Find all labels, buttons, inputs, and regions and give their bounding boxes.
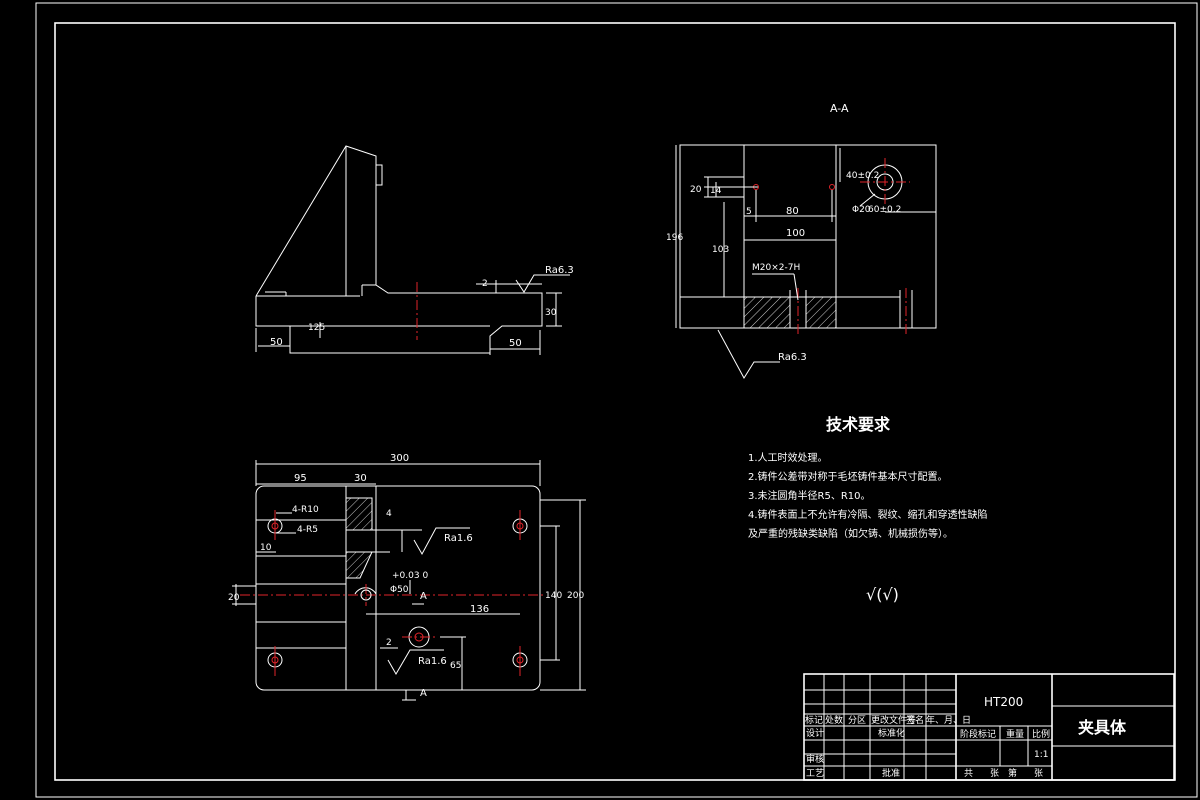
dim-sec-196: 196 xyxy=(666,233,683,243)
dim-plan-140: 140 xyxy=(545,591,562,601)
dim-sec-103: 103 xyxy=(712,245,729,255)
roughness-note: √(√) xyxy=(866,585,899,604)
tech-requirements: 技术要求 1.人工时效处理。 2.铸件公差带对称于毛坯铸件基本尺寸配置。 3.未… xyxy=(748,415,988,604)
tb-part-name: 夹具体 xyxy=(1078,718,1127,737)
tech-line-3: 3.未注圆角半径R5、R10。 xyxy=(748,489,871,502)
dim-plan-r5: 4-R5 xyxy=(297,525,318,535)
tech-line-4: 4.铸件表面上不允许有冷隔、裂纹、缩孔和穿透性缺陷 xyxy=(748,508,988,521)
dim-side-50a: 50 xyxy=(270,337,283,348)
dim-side-2: 2 xyxy=(482,279,488,289)
dim-plan-20: 20 xyxy=(228,593,240,603)
tb-scale: 比例 xyxy=(1032,728,1050,740)
tb-weight: 重量 xyxy=(1006,728,1024,740)
section-view: A-A 20 14 80 5 100 196 xyxy=(666,102,937,379)
dim-plan-2: 2 xyxy=(386,638,392,648)
dim-plan-r10: 4-R10 xyxy=(292,505,319,515)
sec-roughness: Ra6.3 xyxy=(778,352,807,363)
dim-plan-300: 300 xyxy=(390,453,409,464)
tech-line-1: 1.人工时效处理。 xyxy=(748,451,828,464)
tb-review: 审核 xyxy=(806,753,824,765)
th-sign: 签名 xyxy=(906,714,924,726)
tb-sheet: 第 xyxy=(1008,767,1017,779)
tb-approve: 批准 xyxy=(882,767,900,779)
dim-sec-100: 100 xyxy=(786,228,805,239)
dim-plan-phi50: Φ50 xyxy=(390,585,409,595)
section-cut-a-top: A xyxy=(420,591,427,602)
tech-line-2: 2.铸件公差带对称于毛坯铸件基本尺寸配置。 xyxy=(748,470,948,483)
dim-plan-30: 30 xyxy=(354,473,367,484)
dim-sec-40: 40±0.2 xyxy=(846,171,879,181)
dim-plan-4: 4 xyxy=(386,509,392,519)
inner-frame xyxy=(54,22,1176,781)
th-count: 处数 xyxy=(825,714,843,726)
tb-stage: 阶段标记 xyxy=(960,728,996,740)
th-date: 年、月、日 xyxy=(926,714,971,726)
tb-standard: 标准化 xyxy=(878,727,905,739)
dim-sec-80: 80 xyxy=(786,206,799,217)
section-label: A-A xyxy=(830,102,849,115)
section-cut-a-bottom: A xyxy=(420,688,427,699)
tb-total: 共 xyxy=(964,768,973,779)
dim-plan-136: 136 xyxy=(470,604,489,615)
outer-border xyxy=(35,2,1198,798)
thread-note: M20×2-7H xyxy=(752,263,800,273)
side-view: 50 50 30 2 125 Ra6.3 xyxy=(255,145,574,355)
tech-title: 技术要求 xyxy=(826,415,891,434)
dim-sec-phi: Φ20 xyxy=(852,205,871,215)
dim-side-125: 125 xyxy=(308,323,325,333)
dim-side-30: 30 xyxy=(545,308,557,318)
dim-sec-14: 14 xyxy=(710,186,722,196)
dim-sec-5: 5 xyxy=(746,207,752,217)
dim-plan-200: 200 xyxy=(567,591,584,601)
tb-total-label: 张 xyxy=(990,768,999,779)
title-block: 标记 处数 分区 更改文件号 签名 年、月、日 设计 标准化 审核 工艺 批准 … xyxy=(803,673,1175,781)
dim-sec-60: 60±0.2 xyxy=(868,205,901,215)
dim-plan-tol: +0.03 0 xyxy=(392,571,428,581)
th-mark: 标记 xyxy=(805,714,823,726)
tb-design: 设计 xyxy=(806,727,824,739)
tb-sheet-label: 张 xyxy=(1034,768,1043,779)
th-zone: 分区 xyxy=(848,715,866,726)
dim-plan-95: 95 xyxy=(294,473,307,484)
plan-roughness-2: Ra1.6 xyxy=(418,656,447,667)
tb-scale-value: 1:1 xyxy=(1034,750,1048,760)
dim-sec-20: 20 xyxy=(690,185,702,195)
side-roughness: Ra6.3 xyxy=(545,265,574,276)
dim-plan-65: 65 xyxy=(450,661,461,671)
plan-view: 300 95 30 4-R10 4-R5 10 4 Ra1.6 Φ50 +0.0… xyxy=(228,453,586,701)
tb-process: 工艺 xyxy=(806,768,824,779)
tech-line-5: 及严重的残缺类缺陷（如欠铸、机械损伤等）。 xyxy=(748,527,953,540)
tb-material: HT200 xyxy=(984,695,1023,709)
th-change: 更改文件号 xyxy=(871,714,916,726)
plan-roughness-1: Ra1.6 xyxy=(444,533,473,544)
dim-plan-10: 10 xyxy=(260,543,272,553)
dim-side-50b: 50 xyxy=(509,338,522,349)
